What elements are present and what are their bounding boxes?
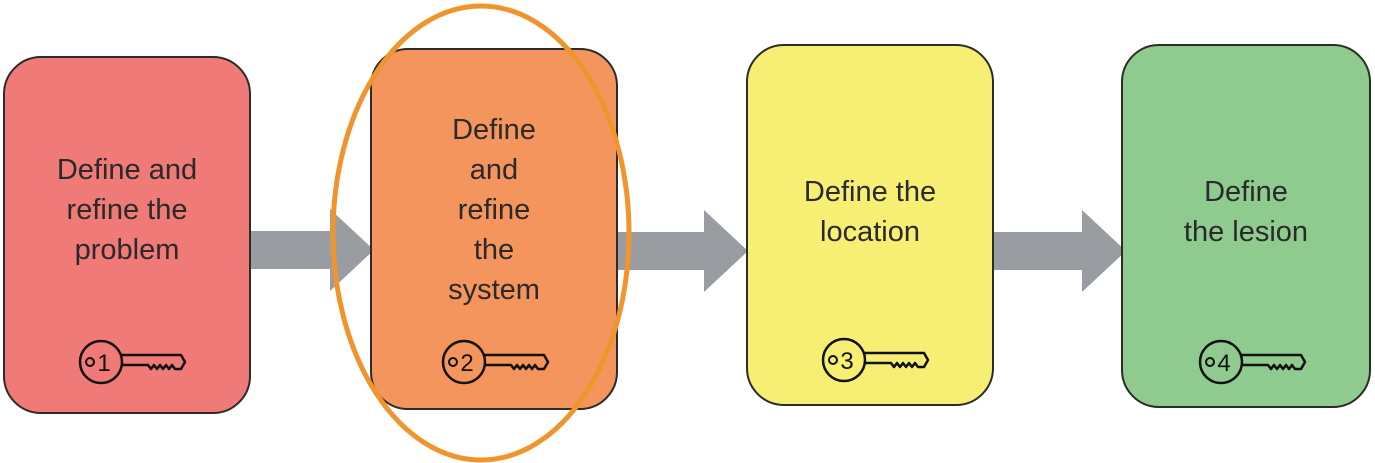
step-box-1: Define and refine the problem 1 (3, 56, 251, 414)
arrow-3-to-4 (990, 210, 1126, 292)
step-box-3: Define the location 3 (746, 44, 994, 406)
key-icon: 1 (78, 339, 187, 385)
key-number-3: 3 (840, 348, 853, 375)
step-3-label: Define the location (803, 176, 937, 248)
arrow-2-to-3 (612, 210, 748, 292)
key-icon: 3 (821, 337, 930, 383)
key-number-2: 2 (460, 350, 473, 377)
key-number-4: 4 (1217, 350, 1230, 377)
step-box-4: Define the lesion 4 (1121, 44, 1371, 408)
key-icon: 4 (1198, 339, 1307, 385)
key-number-1: 1 (97, 350, 110, 377)
step-4-label: Define the lesion (1183, 176, 1309, 248)
key-icon: 2 (441, 339, 550, 385)
arrow-1-to-2 (238, 209, 374, 291)
step-2-label: Define and refine the system (448, 114, 540, 306)
step-box-2: Define and refine the system 2 (370, 48, 618, 410)
step-1-label: Define and refine the problem (56, 154, 198, 266)
